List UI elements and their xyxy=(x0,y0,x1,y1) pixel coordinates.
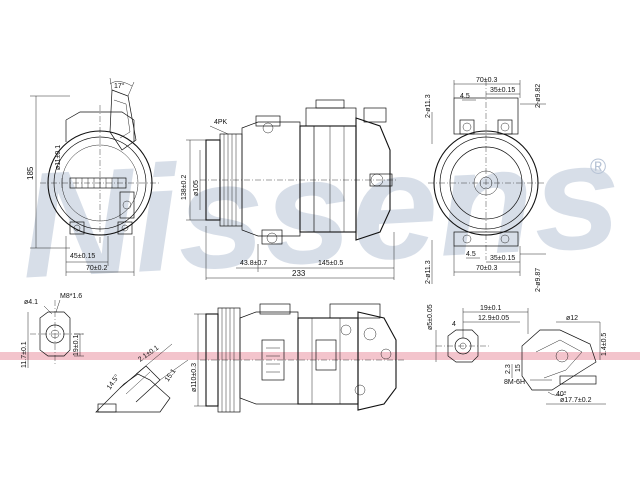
watermark-registered-mark: ® xyxy=(590,154,606,179)
dim-detail-h11: 11.7±0.1 xyxy=(21,341,28,368)
dim-bottom-pulley: ø110±0.3 xyxy=(191,363,198,392)
dim-right-a11: 15 xyxy=(515,364,522,372)
dim-end-bot-angle: 2-ø9.87 xyxy=(535,268,542,292)
dim-detail-h19: 19±0.1 xyxy=(73,335,80,356)
dim-front-width-70: 70±0.2 xyxy=(86,265,107,272)
dim-end-bot-70: 70±0.3 xyxy=(476,265,497,272)
dim-detail-ang3: 15.1 xyxy=(164,368,178,383)
dim-side-len-43: 43.8±0.7 xyxy=(240,260,267,267)
dim-end-top-hole: 2-ø11.3 xyxy=(425,94,432,118)
dim-right-a4: ø12 xyxy=(566,315,578,322)
dim-right-a9: ø17.7±0.2 xyxy=(560,397,592,404)
dim-right-a6: 2.3 xyxy=(505,364,512,374)
dim-end-bot-4-5: 4.5 xyxy=(466,251,476,258)
detail-right: ø5±0.05 4 19±0.1 12.9±0.05 ø12 1.4±0.5 2… xyxy=(427,304,608,405)
dim-end-top-70: 70±0.3 xyxy=(476,77,497,84)
dim-end-top-angle: 2-ø9.82 xyxy=(535,84,542,108)
dim-side-body: ø105 xyxy=(193,180,200,196)
dim-right-a8: 40° xyxy=(556,390,567,398)
dim-end-top-4-5: 4.5 xyxy=(460,93,470,100)
dim-front-width-45: 45±0.15 xyxy=(70,253,95,260)
dim-front-height: 185 xyxy=(26,166,35,180)
dim-right-a2: 19±0.1 xyxy=(480,305,501,312)
dim-side-total: 233 xyxy=(292,269,306,278)
dim-end-bot-hole: 2-ø11.3 xyxy=(425,260,432,284)
dim-side-belt: 4PK xyxy=(214,119,228,126)
front-view: 185 ø11±0.1 45±0.15 70±0.2 17° xyxy=(26,77,160,276)
dim-right-a10: 4 xyxy=(452,321,456,328)
dim-side-pulley: 138±0.2 xyxy=(181,175,188,200)
dim-end-bot-35: 35±0.15 xyxy=(490,255,515,262)
bottom-view: ø110±0.3 xyxy=(191,303,404,413)
side-view: 4PK 138±0.2 ø105 43.8±0.7 145±0.5 233 xyxy=(181,99,398,280)
dim-right-a3: 12.9±0.05 xyxy=(478,315,509,322)
dim-detail-hole: ø4.1 xyxy=(24,299,38,306)
dim-right-a5: 1.4±0.5 xyxy=(601,333,608,356)
watermark: Nissens ® xyxy=(17,110,625,309)
highlight-band xyxy=(0,352,640,360)
dim-right-a7: 8M-6H xyxy=(504,379,525,386)
dim-detail-ang2: 14.5° xyxy=(105,373,121,391)
dim-front-angle: 17° xyxy=(114,82,125,90)
dim-front-shaft: ø11±0.1 xyxy=(55,145,62,170)
dim-side-len-145: 145±0.5 xyxy=(318,260,343,267)
dim-end-top-35: 35±0.15 xyxy=(490,87,515,94)
dim-right-a1: ø5±0.05 xyxy=(427,304,434,330)
watermark-brand: Nissens xyxy=(17,110,625,309)
end-view: 70±0.3 35±0.15 4.5 2-ø11.3 2-ø9.82 4.5 3… xyxy=(425,77,546,292)
dim-detail-thread: M8*1.6 xyxy=(60,293,82,300)
